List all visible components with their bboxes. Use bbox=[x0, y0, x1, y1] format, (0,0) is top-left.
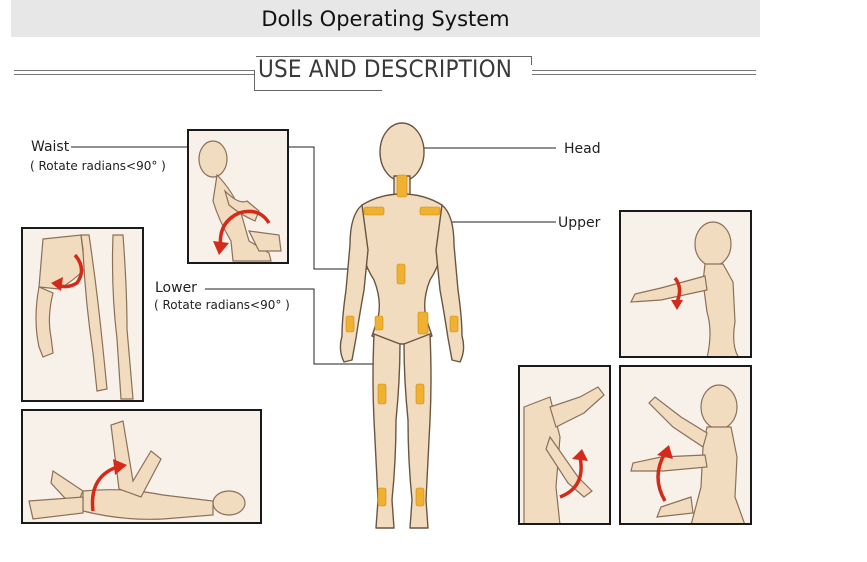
rotation-arrow-icon bbox=[23, 411, 262, 524]
panel-arm-raise-front bbox=[619, 365, 752, 525]
rotation-arrow-icon bbox=[621, 367, 752, 525]
panel-arm-raise-side bbox=[518, 365, 611, 525]
panel-leg-lift bbox=[21, 227, 144, 402]
rotation-arrow-icon bbox=[23, 229, 144, 402]
rotation-arrow-icon bbox=[621, 212, 752, 358]
panel-waist-rotation bbox=[187, 129, 289, 264]
panel-lying-leg-raise bbox=[21, 409, 262, 524]
rotation-arrow-icon bbox=[189, 131, 289, 264]
rotation-arrow-icon bbox=[520, 367, 611, 525]
panel-upper-arm-rotation bbox=[619, 210, 752, 358]
